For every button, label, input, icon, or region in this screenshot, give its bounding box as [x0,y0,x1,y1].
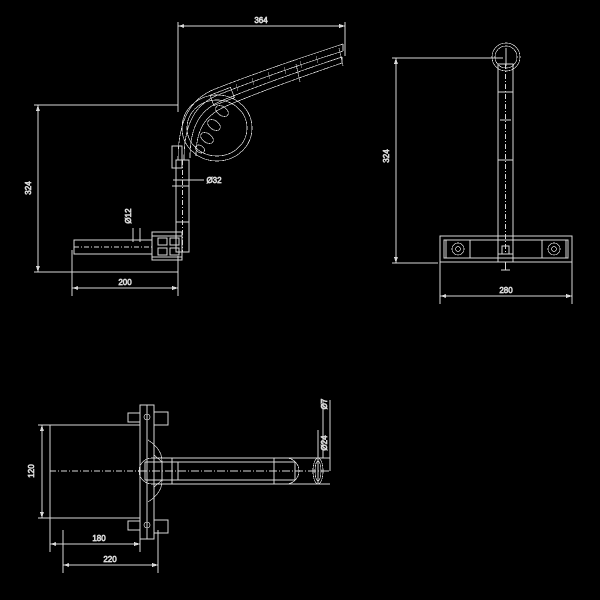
dim-label-364: 364 [254,16,268,25]
nozzle-group [195,105,229,154]
dim-outer-width: 220 [62,530,159,573]
dim-label-d12: Ø12 [124,208,133,224]
leader-arm-diameter: Ø32 [173,176,222,185]
dim-label-180: 180 [92,534,106,543]
view-side-elevation: 324 280 [382,42,573,304]
dim-overall-reach: 364 [177,16,346,112]
leader-hole-diameter: Ø7 [320,398,330,410]
dim-label-120: 120 [27,464,36,478]
view-front-elevation: 364 324 200 [24,16,346,296]
dim-label-d32: Ø32 [206,176,222,185]
dim-label-280: 280 [499,286,513,295]
dim-label-d24: Ø24 [320,435,329,451]
dim-overall-height: 324 [24,104,178,273]
dim-bracket-width: 280 [439,262,573,304]
dim-label-200: 200 [118,278,132,287]
leader-boss-diameter: Ø24 [320,435,330,451]
dim-base-depth: 200 [71,250,179,296]
dim-side-height: 324 [382,57,503,264]
leader-pipe-diameter: Ø12 [124,208,141,242]
dim-label-324-front: 324 [24,181,33,195]
dim-label-220: 220 [103,555,117,564]
dim-label-324-side: 324 [382,149,391,163]
dim-label-d7: Ø7 [320,398,329,409]
view-plan: 120 180 220 [27,398,331,573]
